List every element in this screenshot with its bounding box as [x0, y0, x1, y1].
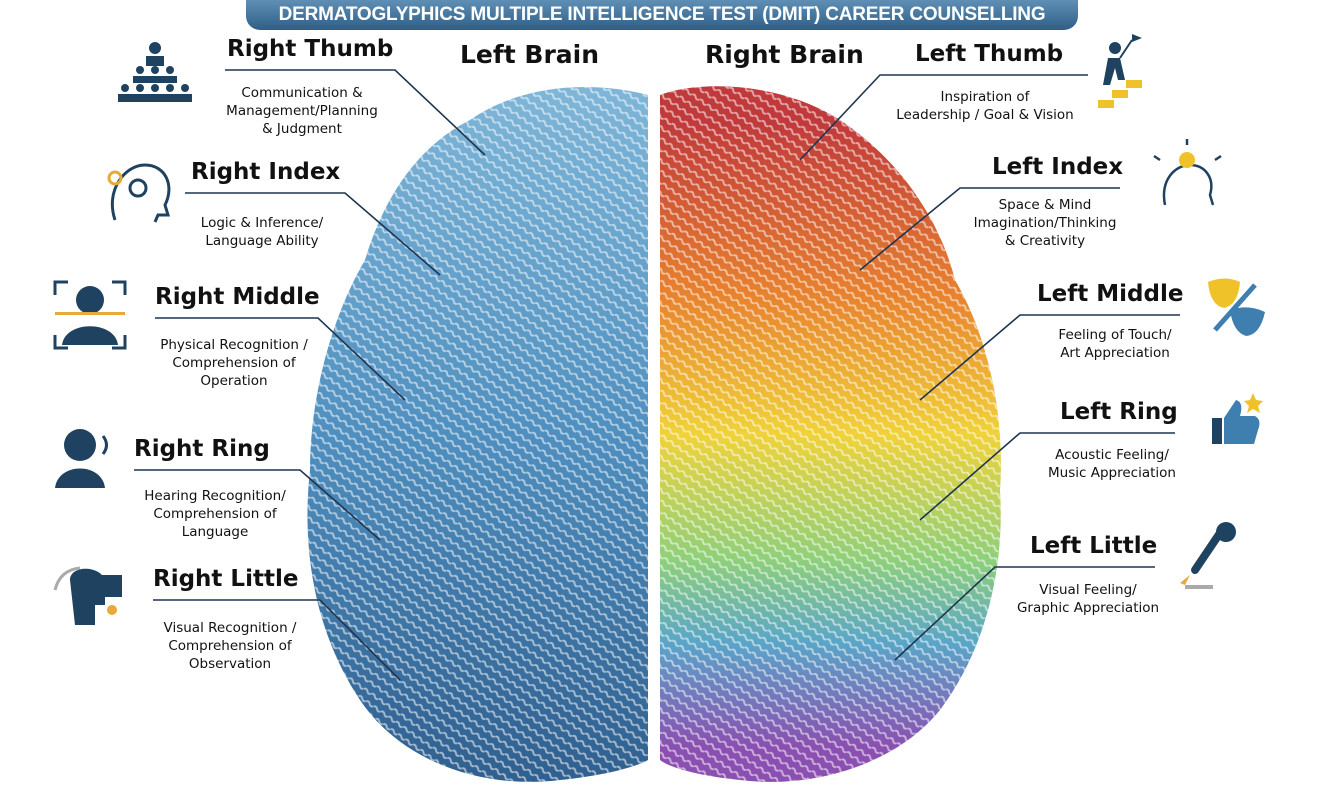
lightbulb-head-icon: [1153, 139, 1222, 206]
right-brain-heading: Right Brain: [705, 40, 864, 69]
finger-description: Visual Feeling/ Graphic Appreciation: [1016, 582, 1160, 616]
leader-line-right-ring: [134, 469, 381, 541]
finger-description: Acoustic Feeling/ Music Appreciation: [1048, 447, 1176, 481]
person-hearing-icon: [55, 429, 108, 488]
leader-line-left-ring: [919, 432, 1175, 521]
finger-title: Left Thumb: [915, 41, 1064, 67]
finger-title: Left Ring: [1060, 399, 1178, 425]
face-scan-icon: [53, 280, 127, 350]
finger-title: Left Index: [992, 154, 1124, 180]
finger-title: Right Thumb: [227, 36, 394, 62]
finger-title: Right Little: [153, 566, 299, 592]
finger-title: Right Middle: [155, 284, 320, 310]
leader-line-left-middle: [919, 314, 1180, 401]
finger-title: Right Index: [191, 159, 341, 185]
leader-line-left-little: [894, 566, 1155, 661]
hierarchy-icon: [118, 42, 192, 102]
finger-description: Communication & Management/Planning & Ju…: [226, 85, 378, 137]
finger-description: Physical Recognition / Comprehension of …: [160, 337, 308, 389]
finger-description: Space & Mind Imagination/Thinking & Crea…: [973, 197, 1117, 249]
finger-description: Feeling of Touch/ Art Appreciation: [1058, 327, 1172, 361]
finger-title: Left Middle: [1037, 281, 1184, 307]
finger-title: Right Ring: [134, 436, 270, 462]
leader-line-right-index: [185, 192, 441, 276]
finger-description: Logic & Inference/ Language Ability: [200, 215, 324, 249]
climbing-flag-icon: [1098, 34, 1142, 108]
finger-description: Hearing Recognition/ Comprehension of La…: [144, 488, 286, 540]
title-banner: DERMATOGLYPHICS MULTIPLE INTELLIGENCE TE…: [246, 0, 1078, 30]
finger-title: Left Little: [1030, 533, 1158, 559]
leader-line-left-thumb: [799, 74, 1088, 161]
paintbrush-icon: [1180, 522, 1236, 589]
finger-description: Inspiration of Leadership / Goal & Visio…: [896, 89, 1074, 123]
thumbs-up-icon: [1212, 393, 1263, 444]
leader-line-right-middle: [155, 317, 406, 401]
theater-masks-icon: [1208, 278, 1265, 336]
leader-line-left-index: [859, 187, 1120, 271]
finger-description: Visual Recognition / Comprehension of Ob…: [163, 620, 297, 672]
leader-line-right-thumb: [225, 69, 486, 156]
head-gear-icon: [107, 163, 171, 223]
leader-line-right-little: [153, 599, 401, 681]
visual-head-icon: [53, 566, 122, 625]
left-brain-heading: Left Brain: [460, 40, 600, 69]
